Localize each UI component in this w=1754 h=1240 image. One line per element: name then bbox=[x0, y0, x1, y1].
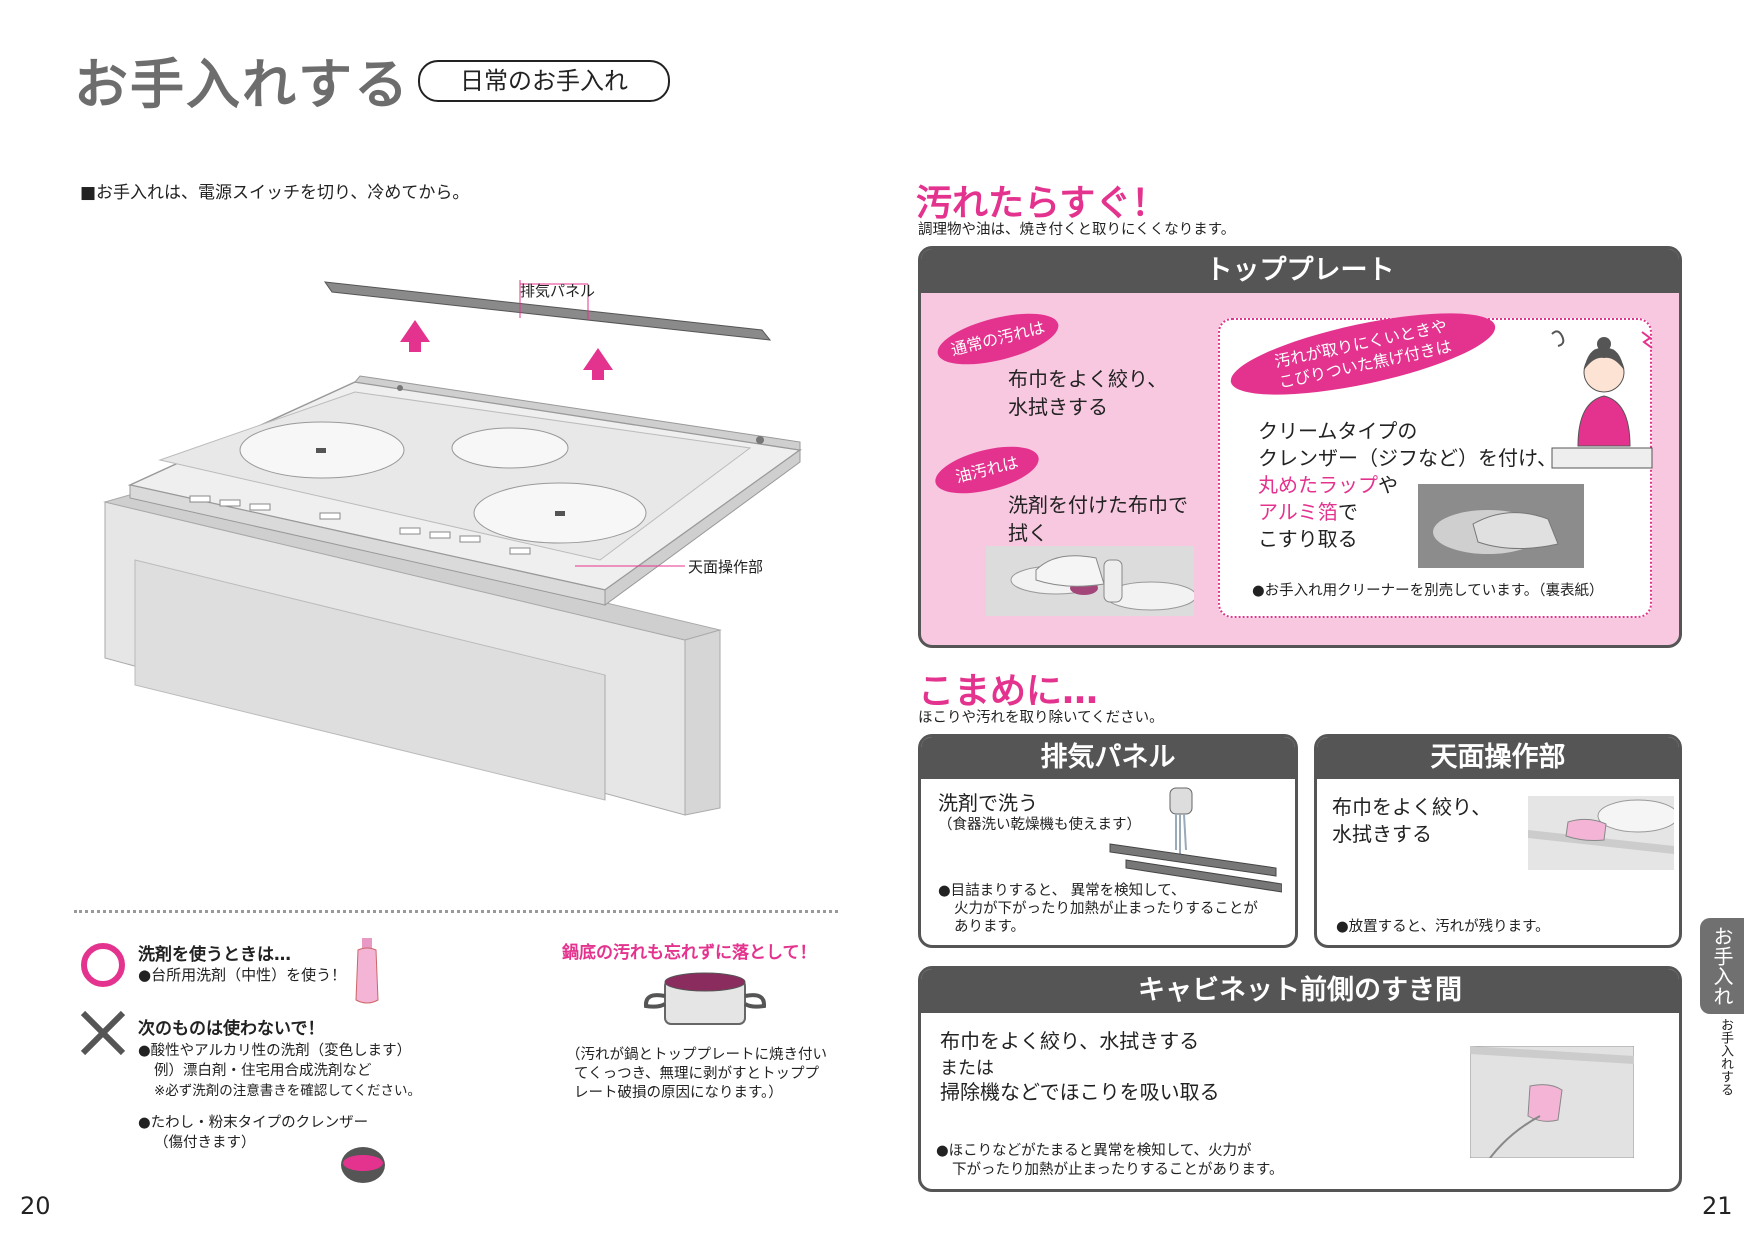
good-heading: 洗剤を使うときは… bbox=[138, 945, 291, 965]
side-tab: お手入れ bbox=[1700, 918, 1744, 1014]
hard-text-4b: で bbox=[1337, 500, 1358, 524]
cabinet-wipe-illustration bbox=[1470, 1046, 1634, 1158]
cabinet-text-2: または bbox=[940, 1058, 994, 1079]
exhaust-panel-card: 排気パネル bbox=[918, 734, 1298, 948]
divider bbox=[74, 910, 838, 913]
section2-sub: ほこりや汚れを取り除いてください。 bbox=[918, 710, 1164, 726]
section1-heading: 汚れたらすぐ！ bbox=[916, 183, 1168, 224]
bad-heading: 次のものは使わないで！ bbox=[138, 1019, 325, 1039]
label-control-area: 天面操作部 bbox=[688, 558, 764, 576]
hard-text-3: 丸めたラップや bbox=[1258, 472, 1398, 499]
control-text-1: 布巾をよく絞り、 bbox=[1332, 795, 1492, 819]
topplate-header: トッププレート bbox=[921, 249, 1679, 293]
scrubbing-photo bbox=[1418, 484, 1584, 568]
cabinet-text-3: 掃除機などでほこりを吸い取る bbox=[940, 1080, 1220, 1104]
exhaust-note-3: あります。 bbox=[954, 919, 1026, 935]
bad-line-5: （傷付きます） bbox=[154, 1135, 256, 1151]
hard-text-1: クリームタイプの bbox=[1258, 419, 1418, 443]
good-item: ●台所用洗剤（中性）を使う！ bbox=[138, 966, 347, 984]
control-note: ●放置すると、汚れが残ります。 bbox=[1336, 919, 1550, 935]
pot-line-1: （汚れが鍋とトッププレートに焼き付い bbox=[566, 1047, 827, 1063]
ok-circle-icon bbox=[81, 943, 125, 987]
cabinet-header: キャビネット前側のすき間 bbox=[921, 969, 1679, 1013]
pot-line-3: レート破損の原因になります。） bbox=[574, 1085, 783, 1101]
oil-text-1: 洗剤を付けた布巾で bbox=[1008, 493, 1188, 517]
hard-wrap-highlight: 丸めたラップ bbox=[1258, 473, 1378, 497]
cooktop-illustration bbox=[103, 280, 802, 816]
oil-text-2: 拭く bbox=[1008, 521, 1048, 545]
section-subtitle: 日常のお手入れ bbox=[418, 60, 670, 102]
control-wipe-illustration bbox=[1528, 796, 1674, 870]
label-exhaust-panel: 排気パネル bbox=[520, 282, 596, 300]
hard-text-3b: や bbox=[1378, 473, 1398, 497]
hard-text-5: こすり取る bbox=[1258, 527, 1358, 551]
page-number-right: 21 bbox=[1702, 1192, 1733, 1220]
cabinet-note-1: ●ほこりなどがたまると異常を検知して、火力が bbox=[936, 1143, 1252, 1159]
bad-line-4: ●たわし・粉末タイプのクレンザー bbox=[138, 1115, 369, 1131]
page-title: お手入れする bbox=[74, 53, 410, 116]
detergent-bottle-icon bbox=[355, 938, 379, 1004]
pot-line-2: てくっつき、無理に剥がすとトッププ bbox=[574, 1066, 820, 1082]
hard-text-4: アルミ箔で bbox=[1258, 499, 1358, 526]
exhaust-sub: （食器洗い乾燥機も使えます） bbox=[938, 817, 1141, 833]
normal-text-2: 水拭きする bbox=[1008, 395, 1108, 419]
control-text-2: 水拭きする bbox=[1332, 822, 1432, 846]
cabinet-text-1: 布巾をよく絞り、水拭きする bbox=[940, 1029, 1200, 1053]
exhaust-note-2: 火力が下がったり加熱が止まったりすることが bbox=[954, 901, 1258, 917]
bad-line-2: 例）漂白剤・住宅用合成洗剤など bbox=[154, 1063, 372, 1079]
control-area-card: 天面操作部 bbox=[1314, 734, 1682, 948]
hard-foil-highlight: アルミ箔 bbox=[1258, 500, 1338, 524]
worried-woman-illustration bbox=[1551, 330, 1653, 469]
wiping-cloth-illustration bbox=[986, 546, 1194, 616]
exhaust-header: 排気パネル bbox=[921, 737, 1295, 779]
faucet-wash-illustration bbox=[1109, 787, 1282, 893]
bad-line-1: ●酸性やアルカリ性の洗剤（変色します） bbox=[138, 1043, 412, 1059]
section1-sub: 調理物や油は、焼き付くと取りにくくなります。 bbox=[918, 222, 1236, 238]
normal-text-1: 布巾をよく絞り、 bbox=[1008, 367, 1168, 391]
hard-text-2: クレンザー（ジフなど）を付け、 bbox=[1258, 446, 1557, 470]
bad-line-3: ※必ず洗剤の注意書きを確認してください。 bbox=[154, 1083, 422, 1099]
control-header: 天面操作部 bbox=[1317, 737, 1679, 779]
caution-note: ■お手入れは、電源スイッチを切り、冷めてから。 bbox=[80, 183, 470, 203]
pot-icon bbox=[643, 972, 767, 1025]
page-number-left: 20 bbox=[20, 1192, 51, 1220]
pot-heading: 鍋底の汚れも忘れずに落として！ bbox=[562, 943, 817, 963]
scrub-sponge-icon bbox=[341, 1147, 385, 1183]
section2-heading: こまめに… bbox=[918, 671, 1099, 712]
side-tab-label: お手入れする bbox=[1718, 1018, 1733, 1096]
ng-cross-icon bbox=[80, 1010, 126, 1056]
hard-note: ●お手入れ用クリーナーを別売しています。（裏表紙） bbox=[1252, 583, 1604, 599]
cabinet-note-2: 下がったり加熱が止まったりすることがあります。 bbox=[952, 1162, 1284, 1178]
exhaust-note-1: ●目詰まりすると、 異常を検知して、 bbox=[938, 883, 1186, 899]
exhaust-text: 洗剤で洗う bbox=[938, 791, 1038, 815]
